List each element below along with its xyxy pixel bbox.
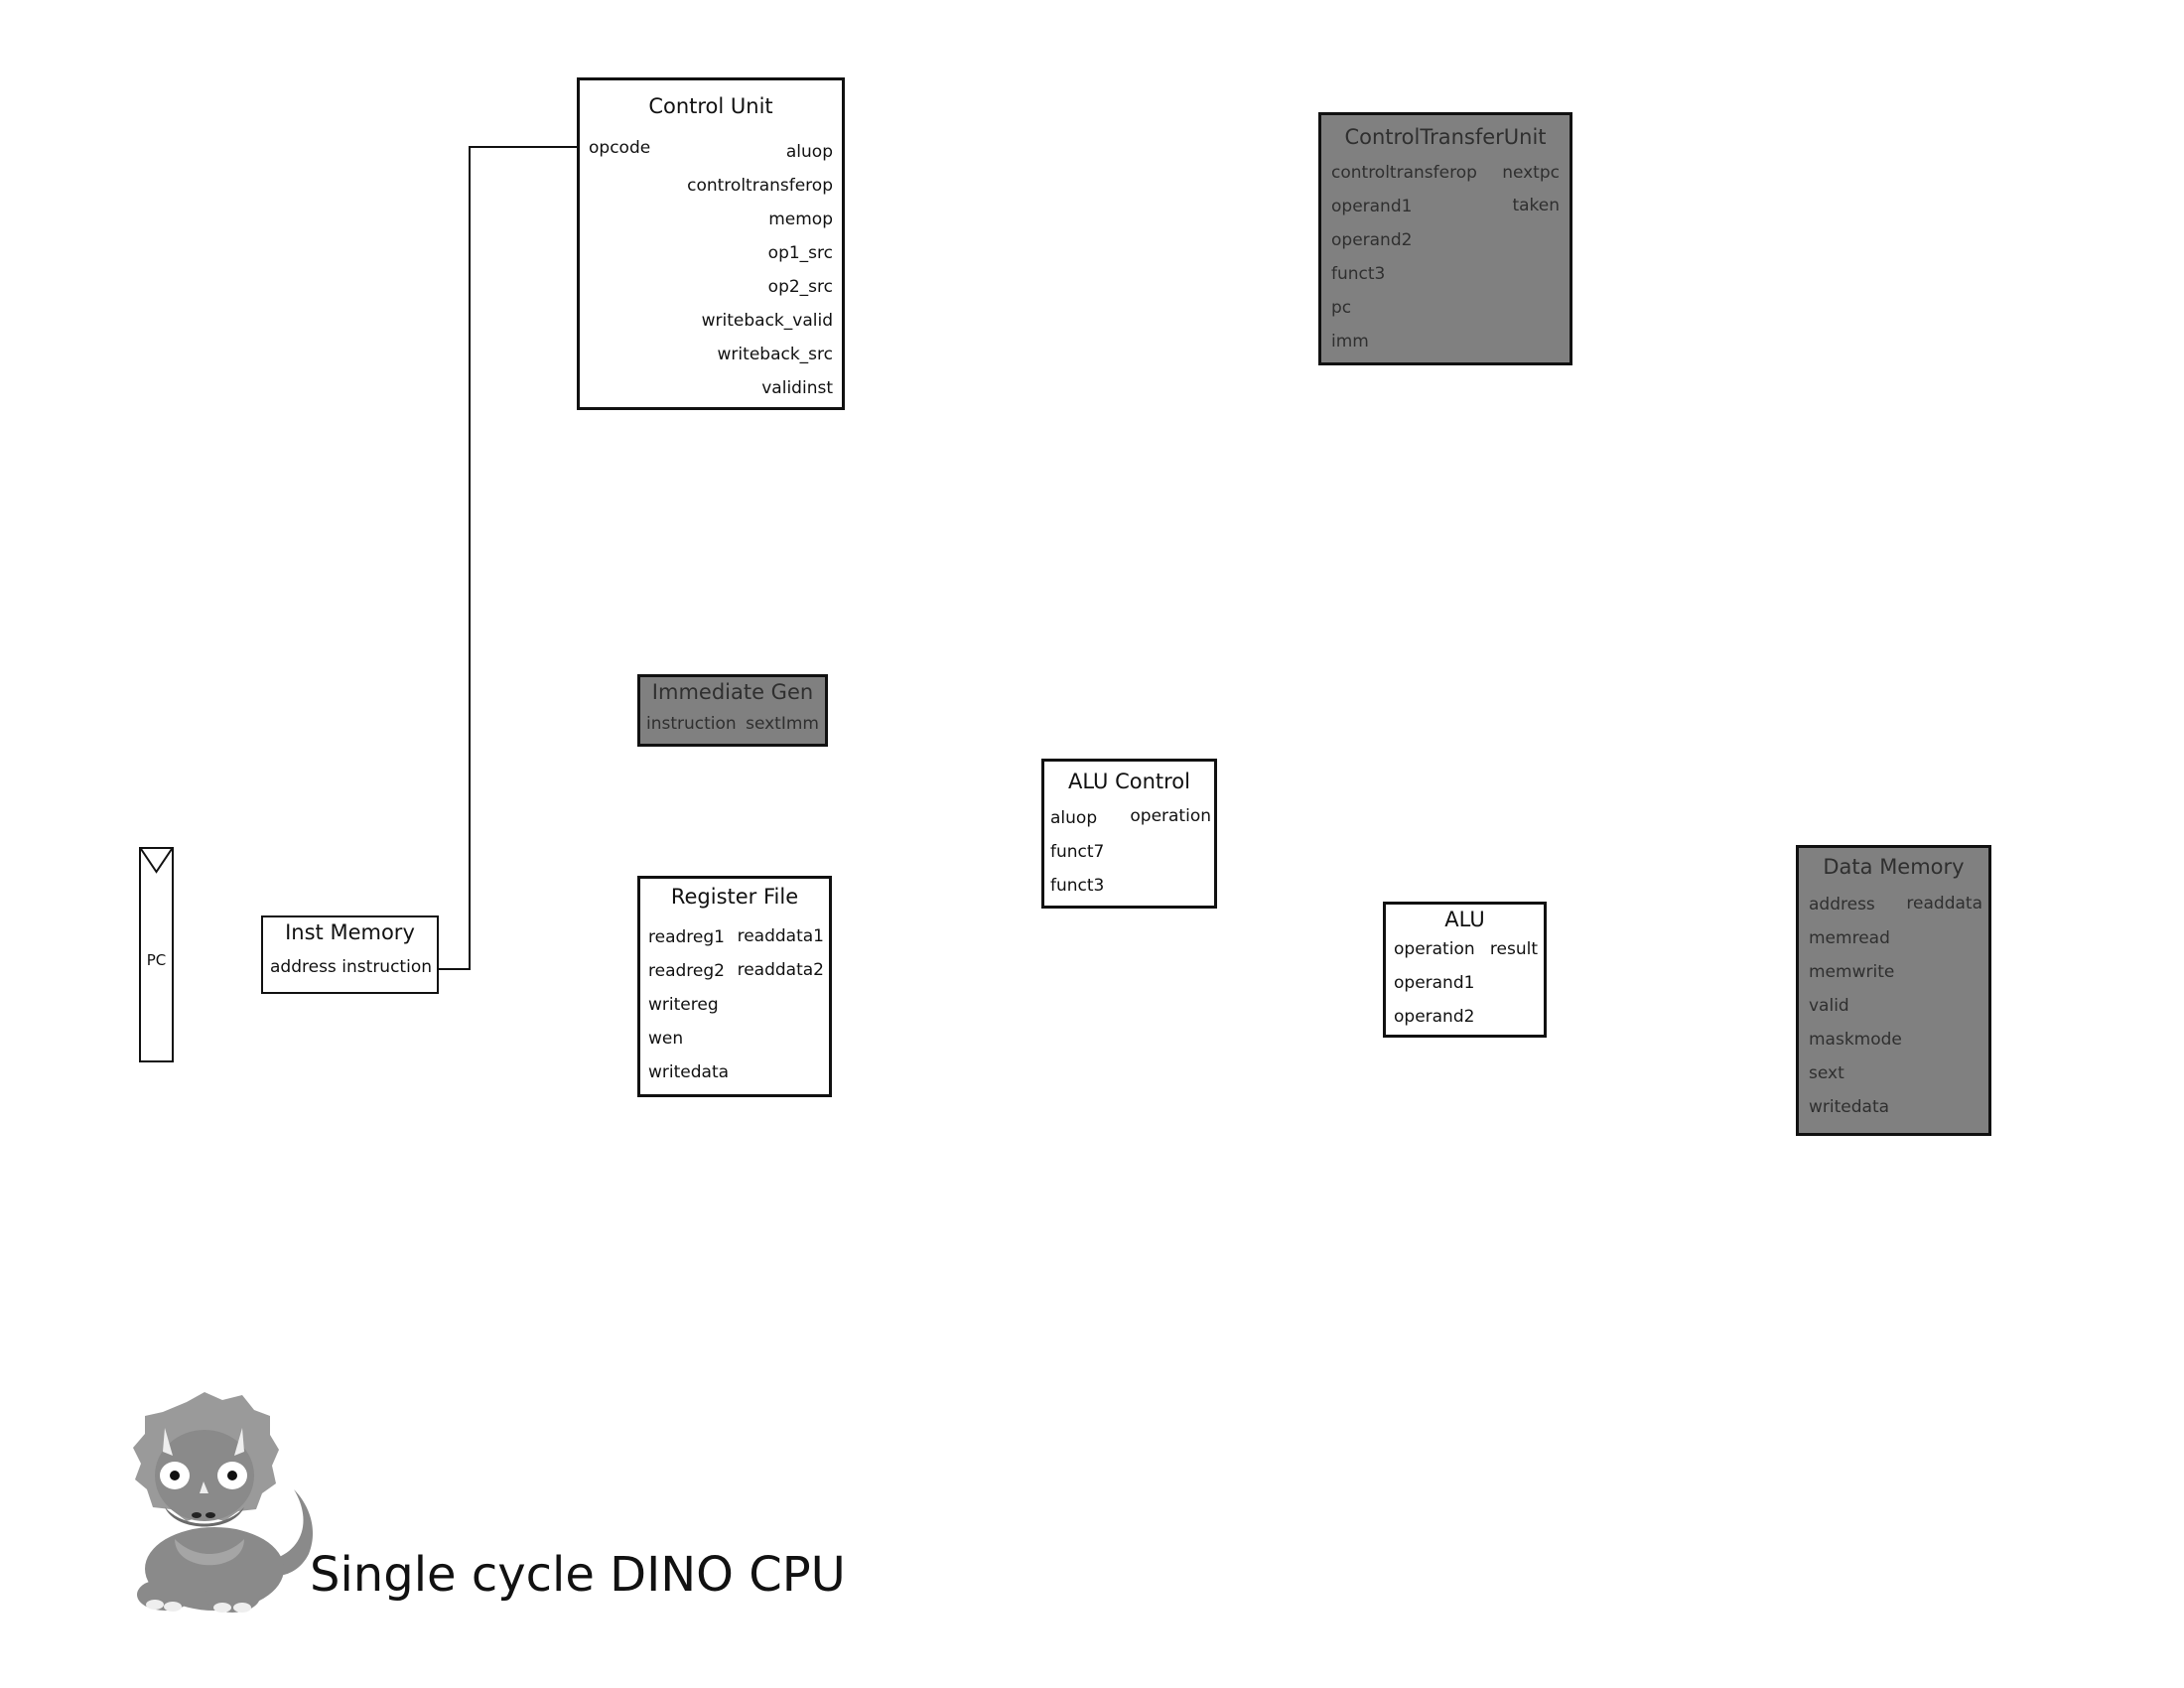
port-pc: pc — [1331, 298, 1352, 318]
port-op2-src: op2_src — [767, 277, 833, 297]
port-sext: sext — [1809, 1063, 1844, 1083]
port-sextimm: sextImm — [746, 714, 819, 734]
alu-control-title: ALU Control — [1068, 770, 1190, 793]
control-unit-block[interactable]: Control Unit opcode aluop controltransfe… — [577, 77, 845, 410]
control-transfer-unit-title: ControlTransferUnit — [1344, 125, 1547, 149]
port-controltransferop: controltransferop — [687, 176, 833, 196]
inst-memory-block[interactable]: Inst Memory address instruction — [261, 915, 439, 994]
triceratops-icon — [133, 1392, 314, 1613]
port-funct3: funct3 — [1331, 264, 1386, 284]
port-dm-writedata: writedata — [1809, 1097, 1890, 1117]
port-writeback-valid: writeback_valid — [701, 311, 833, 331]
control-unit-title: Control Unit — [648, 94, 773, 118]
port-aluop: aluop — [785, 142, 833, 162]
alu-control-block[interactable]: ALU Control aluop funct7 funct3 operatio… — [1041, 759, 1217, 909]
port-readreg1: readreg1 — [648, 927, 725, 947]
port-instruction-in: instruction — [646, 714, 737, 734]
port-readdata1: readdata1 — [737, 926, 824, 946]
pc-label: PC — [146, 951, 167, 969]
clock-edge-icon — [141, 849, 172, 874]
control-transfer-unit-block[interactable]: ControlTransferUnit controltransferop op… — [1318, 112, 1572, 365]
port-operation-in: operation — [1394, 939, 1475, 959]
port-funct7: funct7 — [1050, 842, 1105, 862]
port-funct3-in: funct3 — [1050, 876, 1105, 896]
port-maskmode: maskmode — [1809, 1030, 1902, 1050]
immediate-gen-title: Immediate Gen — [651, 680, 814, 704]
diagram-caption: Single cycle DINO CPU — [310, 1547, 846, 1603]
wire-instruction-to-opcode — [438, 146, 577, 970]
port-alu-operand1: operand1 — [1394, 973, 1475, 993]
port-memwrite: memwrite — [1809, 962, 1895, 982]
port-readdata2: readdata2 — [737, 960, 824, 980]
port-opcode: opcode — [589, 138, 651, 158]
port-alu-operand2: operand2 — [1394, 1007, 1475, 1027]
register-file-title: Register File — [670, 885, 799, 909]
port-controltransferop-in: controltransferop — [1331, 163, 1477, 183]
alu-title: ALU — [1444, 908, 1485, 931]
port-writedata-rf: writedata — [648, 1062, 730, 1082]
port-validinst: validinst — [761, 378, 833, 398]
port-memread: memread — [1809, 928, 1890, 948]
port-operand2: operand2 — [1331, 230, 1413, 250]
port-readreg2: readreg2 — [648, 961, 725, 981]
port-writeback-src: writeback_src — [717, 345, 833, 364]
data-memory-title: Data Memory — [1823, 855, 1965, 879]
port-wen: wen — [648, 1029, 684, 1049]
inst-memory-title: Inst Memory — [285, 920, 415, 944]
register-file-block[interactable]: Register File readreg1 readreg2 writereg… — [637, 876, 832, 1097]
data-memory-block[interactable]: Data Memory address memread memwrite val… — [1796, 845, 1991, 1136]
port-taken: taken — [1512, 196, 1560, 215]
port-writereg: writereg — [648, 995, 719, 1015]
port-memop: memop — [768, 210, 833, 229]
port-dm-address: address — [1809, 895, 1875, 914]
port-valid: valid — [1809, 996, 1849, 1016]
alu-block[interactable]: ALU operation operand1 operand2 result — [1383, 902, 1547, 1038]
port-imm: imm — [1331, 332, 1369, 352]
port-op1-src: op1_src — [767, 243, 833, 263]
immediate-gen-block[interactable]: Immediate Gen instruction sextImm — [637, 674, 828, 747]
port-operand1: operand1 — [1331, 197, 1413, 216]
port-result: result — [1489, 939, 1538, 959]
port-instruction-out: instruction — [341, 957, 432, 977]
port-aluop-in: aluop — [1050, 808, 1098, 828]
port-nextpc: nextpc — [1502, 163, 1560, 183]
port-operation-out: operation — [1130, 806, 1211, 826]
port-readdata: readdata — [1906, 894, 1982, 914]
pc-register[interactable]: PC — [139, 847, 174, 1062]
port-address-in: address — [270, 957, 337, 977]
